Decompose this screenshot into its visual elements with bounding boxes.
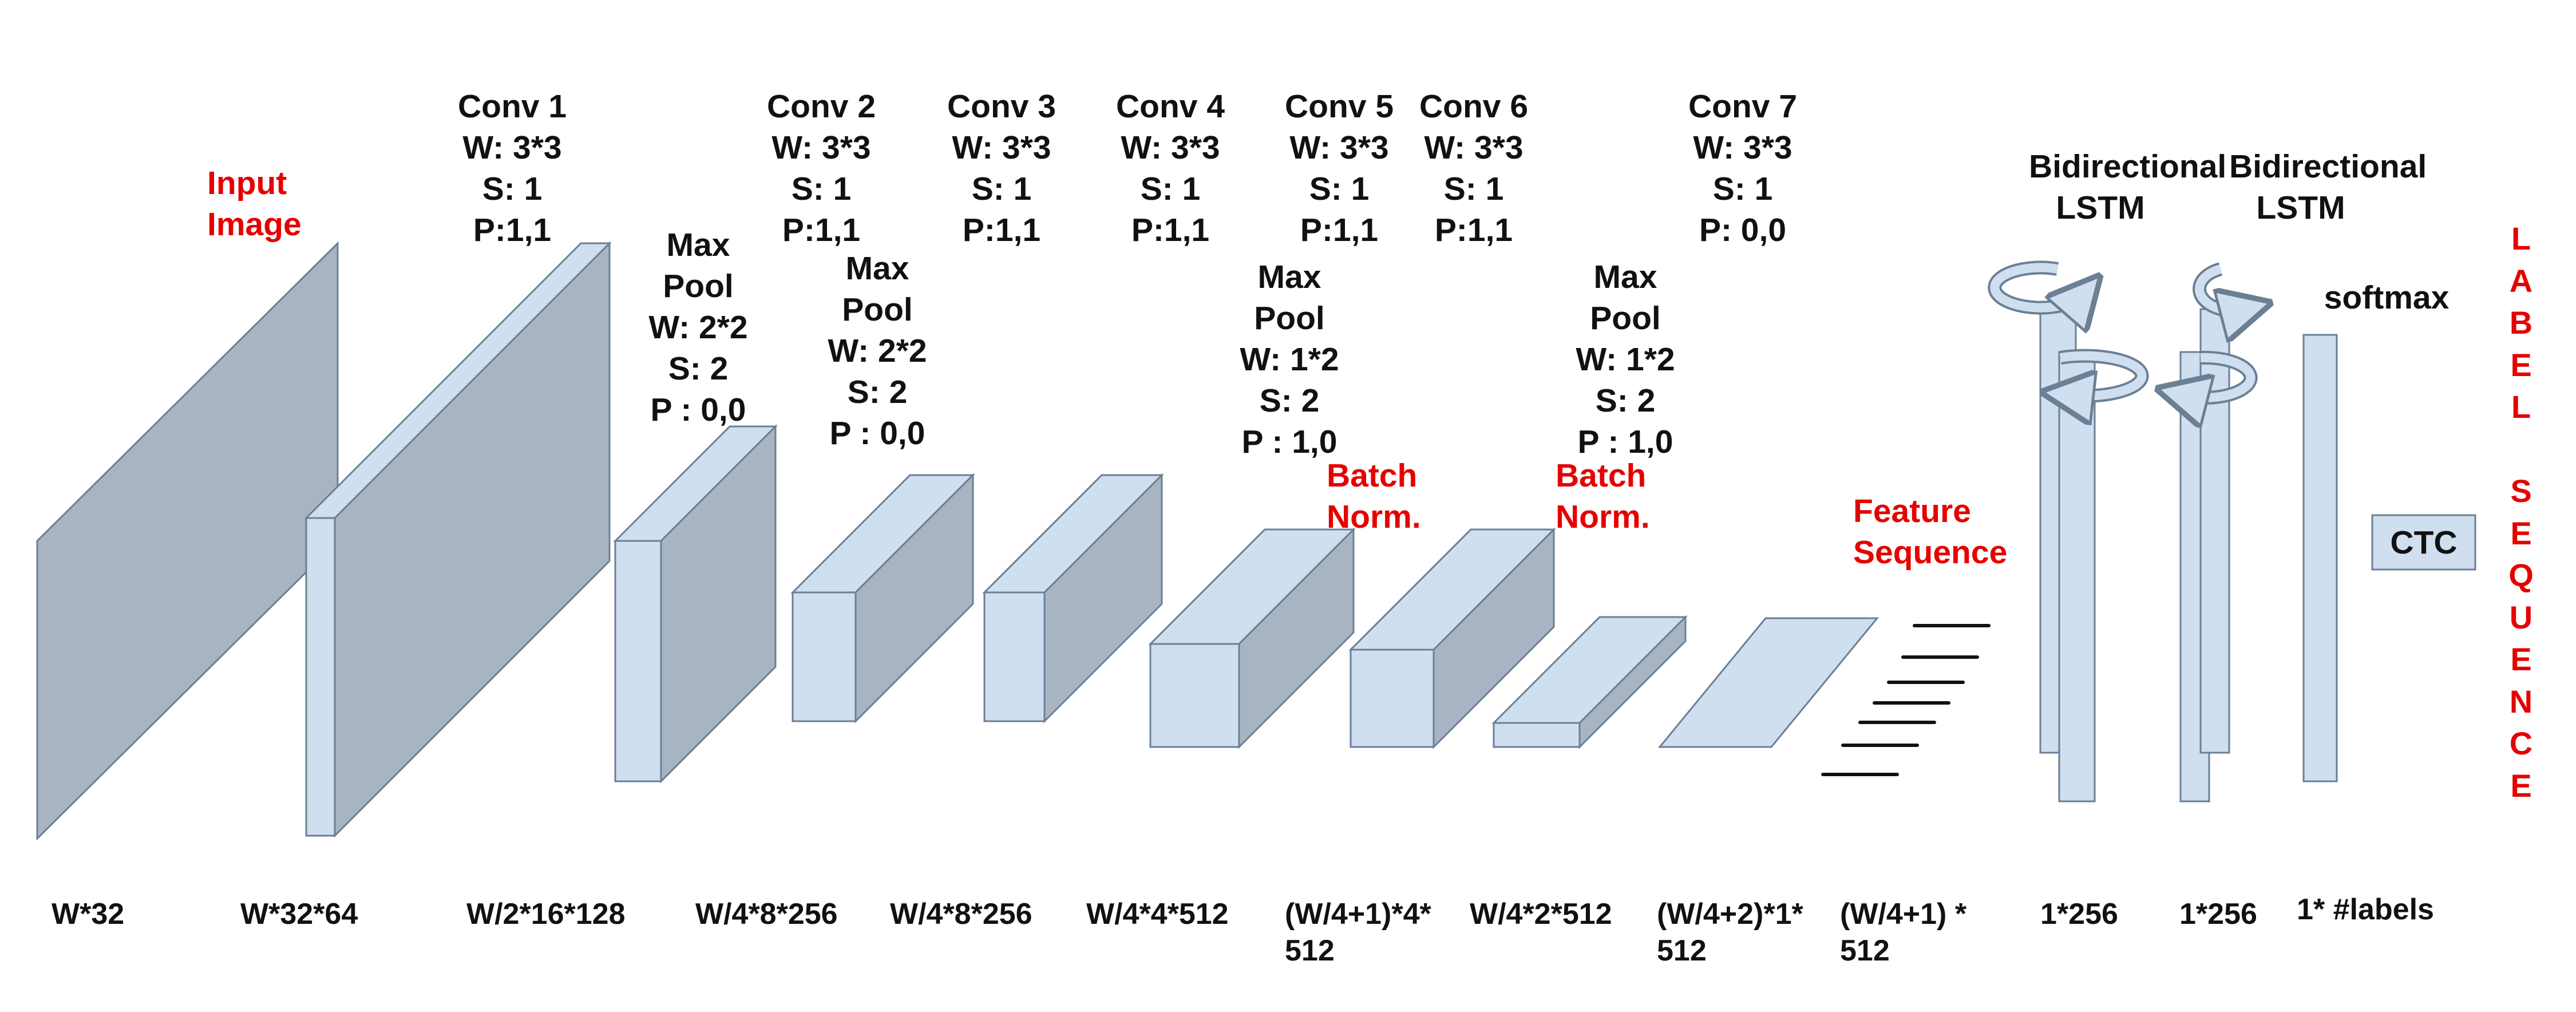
- dimension-label: W*32*64: [240, 898, 358, 931]
- dimension-label: (W/4+1)*4*512: [1285, 898, 1431, 967]
- softmax-label: softmax: [2324, 279, 2450, 316]
- dimension-label: (W/4+2)*1*512: [1657, 898, 1803, 967]
- ctc-label: CTC: [2390, 524, 2458, 561]
- input-image-plane: [36, 241, 339, 841]
- softmax-column: [2302, 334, 2338, 782]
- dimension-label: W/4*2*512: [1470, 898, 1612, 931]
- dimension-label: 1* #labels: [2297, 893, 2434, 926]
- dimension-label: W/4*4*512: [1086, 898, 1229, 931]
- dimension-label: W/4*8*256: [890, 898, 1032, 931]
- conv5-feature-block: [1348, 527, 1556, 749]
- conv7-feature-sheet: [1657, 617, 1879, 748]
- dimension-label: 1*256: [2179, 898, 2257, 931]
- conv6-feature-block: [1491, 615, 1688, 749]
- lstm1-block: [1988, 260, 2149, 803]
- dimension-label: (W/4+1) *512: [1840, 898, 1967, 967]
- pool1-feature-block: [613, 424, 778, 784]
- dimension-label: W/2*16*128: [466, 898, 626, 931]
- dimension-label: W/4*8*256: [695, 898, 838, 931]
- conv3-feature-block: [982, 473, 1164, 724]
- lstm2-block: [2181, 262, 2251, 803]
- conv2-feature-block: [790, 473, 975, 724]
- conv1-feature-block: [304, 241, 612, 838]
- dimension-label: W*32: [52, 898, 125, 931]
- ctc-box: [2371, 514, 2476, 571]
- feature-sequence-lines: [1821, 624, 1991, 776]
- conv4-feature-block: [1148, 527, 1356, 749]
- dimension-label: 1*256: [2040, 898, 2118, 931]
